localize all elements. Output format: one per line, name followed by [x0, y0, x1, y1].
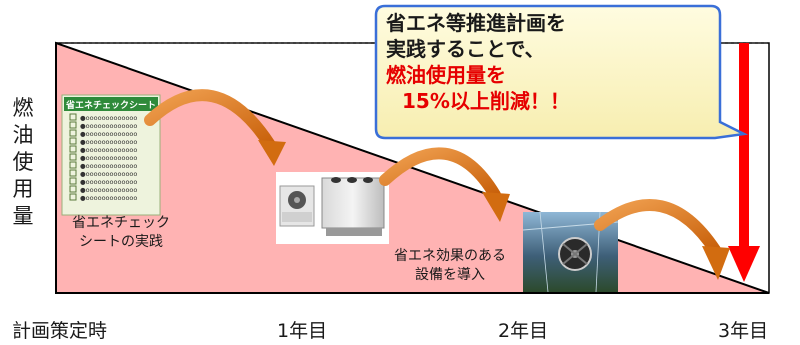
- checkbox-icon: [69, 153, 77, 161]
- checksheet-row: ●ooooooooooooo: [80, 186, 137, 194]
- checksheet-row: ●ooooooooooooo: [80, 154, 137, 162]
- caption-line: シートの実践: [79, 234, 163, 250]
- y-axis-char: 油: [12, 123, 34, 147]
- callout-bubble: [374, 4, 749, 140]
- checksheet-row: ●ooooooooooooo: [80, 170, 137, 178]
- step-arrow-1: [144, 89, 286, 166]
- y-axis-char: 燃: [12, 96, 34, 120]
- callout-line-3: 燃油使用量を: [386, 63, 506, 87]
- checksheet-row: ●ooooooooooooo: [80, 122, 137, 130]
- caption-line: 省エネ効果のある: [394, 248, 506, 264]
- caption-line: 省エネチェック: [72, 215, 170, 231]
- callout-line-1: 省エネ等推進計画を: [386, 11, 566, 35]
- checkbox-icon: [69, 185, 77, 193]
- heat-pump-image: [276, 172, 389, 244]
- checkbox-icon: [69, 169, 77, 177]
- checkbox-icon: [69, 121, 77, 129]
- checkbox-icon: [69, 113, 77, 121]
- checksheet-title: 省エネチェックシート: [65, 99, 156, 111]
- checksheet-row: ●ooooooooooooo: [80, 146, 137, 154]
- checksheet-row: ●ooooooooooooo: [80, 178, 137, 186]
- step-arrow-3: [594, 199, 730, 280]
- checksheet-row: ●ooooooooooooo: [80, 138, 137, 146]
- x-label-start: 計画策定時: [12, 320, 108, 342]
- checkbox-icon: [69, 177, 77, 185]
- x-label-year3: 3年目: [718, 320, 769, 342]
- y-axis-char: 使: [12, 150, 34, 174]
- callout-line-4: 15%以上削減！！: [402, 89, 570, 113]
- x-label-year1: 1年目: [277, 320, 328, 342]
- callout-text: 省エネ等推進計画を 実践することで、 燃油使用量を 15%以上削減！！: [386, 10, 646, 114]
- callout-line-2: 実践することで、: [386, 37, 545, 61]
- x-label-year2: 2年目: [498, 320, 549, 342]
- y-axis-char: 量: [12, 204, 34, 228]
- checkbox-icon: [69, 137, 77, 145]
- caption-line: 設備を導入: [415, 267, 485, 283]
- step-caption-checksheet: 省エネチェック シートの実践: [62, 214, 180, 252]
- reduction-arrow: [728, 43, 760, 282]
- checksheet-row: ●ooooooooooooo: [80, 114, 137, 122]
- y-axis-label: 燃 油 使 用 量: [10, 95, 36, 230]
- step-caption-equipment: 省エネ効果のある 設備を導入: [380, 247, 520, 285]
- checksheet-image: ●ooooooooooooo●ooooooooooooo●ooooooooooo…: [61, 94, 161, 216]
- checkbox-icon: [69, 129, 77, 137]
- checkbox-icon: [69, 161, 77, 169]
- y-axis-char: 用: [12, 177, 34, 201]
- checksheet-row: ●ooooooooooooo: [80, 130, 137, 138]
- checksheet-row: ●ooooooooooooo: [80, 162, 137, 170]
- checksheet-row: ●ooooooooooooo: [80, 194, 137, 202]
- checkbox-icon: [69, 145, 77, 153]
- step-arrow-2: [379, 147, 510, 222]
- checkbox-icon: [69, 193, 77, 201]
